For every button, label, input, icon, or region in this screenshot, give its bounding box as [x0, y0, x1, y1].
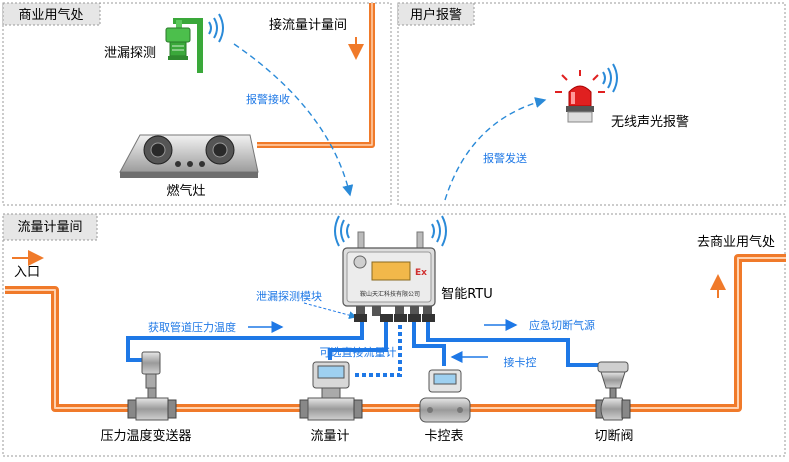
wireless-signal-icon: [208, 13, 224, 43]
signal-optional-flowmeter: [355, 322, 402, 377]
rtu-ex-mark: Ex: [415, 268, 427, 278]
label-connect-card: 接卡控: [504, 355, 537, 369]
signal-flowmeter: [328, 322, 388, 360]
pt-transmitter-icon: [127, 351, 177, 421]
label-rtu: 智能RTU: [441, 287, 493, 302]
shutoff-valve-icon: [595, 361, 631, 421]
label-to-metering: 接流量计量间: [269, 17, 347, 33]
signal-valve: [426, 322, 598, 367]
alarm-wireless-icon: [602, 63, 618, 93]
label-shutoff-valve: 切断阀: [594, 429, 633, 444]
label-emergency-cut: 应急切断气源: [529, 318, 595, 332]
dash-alarm-receive: [233, 43, 354, 197]
alarm-light-icon: [555, 70, 605, 123]
label-wireless-alarm: 无线声光报警: [611, 114, 689, 130]
rtu-wireless-icon: [334, 215, 447, 247]
gas-pipe-main: [5, 254, 786, 412]
panel-alarm: [397, 2, 786, 206]
label-leak-detect: 泄漏探测: [104, 45, 156, 61]
panel-title-commercial: 商业用气处: [18, 7, 83, 23]
label-get-pressure-temp: 获取管道压力温度: [148, 320, 236, 334]
label-to-commercial: 去商业用气处: [697, 234, 775, 250]
gas-sensor-icon: [165, 18, 203, 73]
signal-pressure-temp: [126, 322, 364, 362]
gas-pipe-commercial: [257, 3, 375, 148]
label-pt-transmitter: 压力温度变送器: [100, 428, 191, 444]
panel-title-metering: 流量计量间: [17, 220, 82, 235]
dash-alarm-send: [444, 97, 547, 201]
panel-title-alarm: 用户报警: [410, 7, 462, 23]
label-stove: 燃气灶: [166, 183, 205, 199]
panel-commercial: [2, 2, 392, 206]
flowmeter-icon: [299, 361, 363, 421]
rtu-maker: 鞍山天汇科技有限公司: [360, 290, 420, 298]
card-meter-icon: [419, 369, 471, 423]
rtu-device-icon: [342, 231, 436, 322]
label-leak-module: 泄漏探测模块: [256, 290, 322, 303]
label-inlet: 入口: [14, 265, 40, 280]
label-optional-flowmeter: 可选直接流量计: [320, 345, 397, 359]
gas-stove-icon: [119, 134, 259, 178]
panel-metering: [2, 213, 786, 457]
label-alarm-receive: 报警接收: [246, 92, 290, 106]
label-card-meter: 卡控表: [424, 429, 463, 444]
label-alarm-send: 报警发送: [483, 151, 527, 165]
arrow-leak-module: [303, 302, 357, 320]
label-flowmeter: 流量计: [310, 429, 349, 444]
signal-card-control: [412, 322, 446, 366]
